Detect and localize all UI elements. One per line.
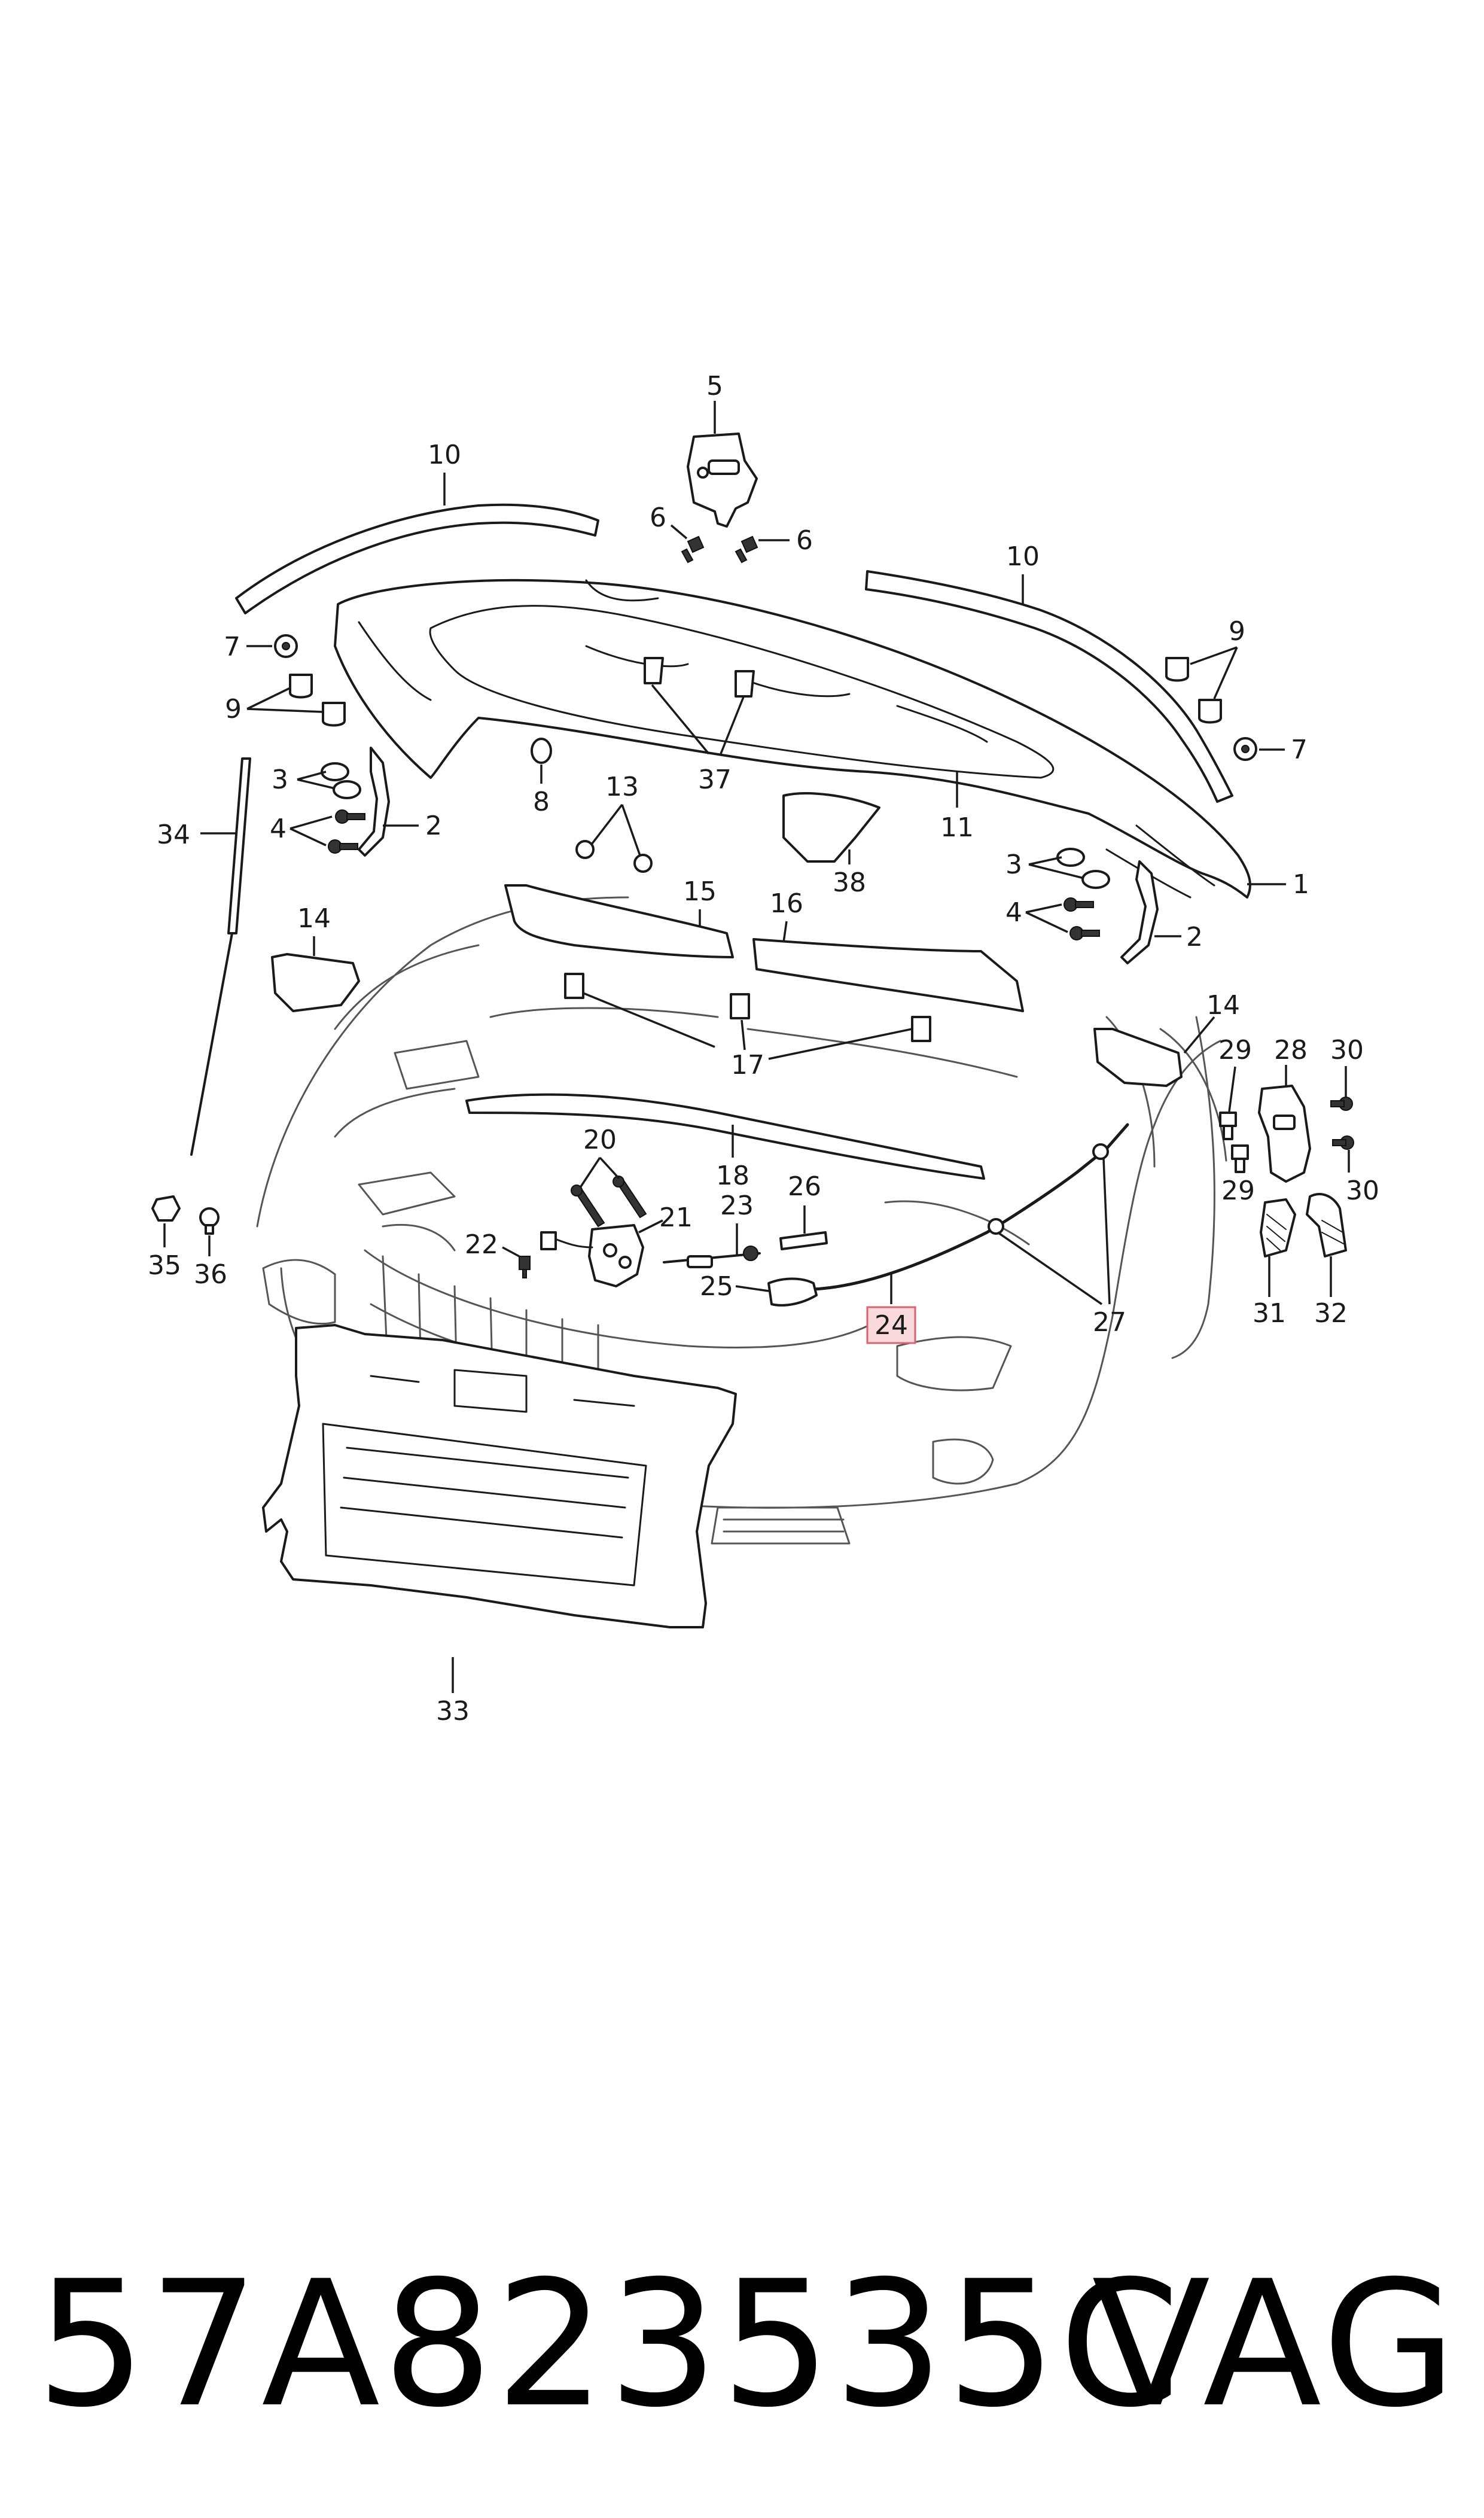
callout-3-left: 3 bbox=[272, 765, 288, 795]
callout-33: 33 bbox=[436, 1696, 470, 1727]
callout-14-left: 14 bbox=[297, 903, 331, 934]
seal-18 bbox=[465, 1093, 985, 1180]
cable-23 bbox=[663, 1246, 761, 1268]
callout-6-left: 6 bbox=[650, 503, 666, 533]
deflector-14-left bbox=[271, 953, 360, 1012]
hood-trim-strip-left bbox=[235, 503, 599, 614]
callout-2-right: 2 bbox=[1186, 922, 1203, 952]
callout-6-right: 6 bbox=[796, 525, 813, 556]
clip-7-right bbox=[1233, 737, 1257, 761]
callout-29-top: 29 bbox=[1218, 1035, 1252, 1065]
callout-37: 37 bbox=[698, 765, 732, 795]
callout-31: 31 bbox=[1253, 1298, 1286, 1329]
callout-3-right: 3 bbox=[1005, 850, 1022, 880]
clip-7-left bbox=[274, 634, 298, 658]
callout-2-left: 2 bbox=[425, 811, 442, 841]
clip-35 bbox=[151, 1195, 181, 1222]
callout-36: 36 bbox=[194, 1259, 227, 1290]
callout-5: 5 bbox=[706, 371, 723, 401]
screw-6-right bbox=[735, 535, 758, 564]
callout-10-right: 10 bbox=[1006, 541, 1040, 572]
hood-hinge-left bbox=[358, 747, 390, 857]
callout-22: 22 bbox=[465, 1229, 498, 1260]
callout-17: 17 bbox=[731, 1050, 764, 1080]
gas-strut bbox=[190, 757, 251, 1156]
pad-31 bbox=[1260, 1198, 1296, 1258]
lock-21 bbox=[552, 1224, 644, 1287]
hood-hinge-right bbox=[1120, 860, 1159, 964]
leader-lines bbox=[163, 401, 1350, 1693]
buffers-17 bbox=[564, 973, 931, 1042]
clip-37 bbox=[644, 657, 755, 698]
bowden-cable-24 bbox=[767, 1123, 1129, 1307]
callout-25: 25 bbox=[700, 1271, 733, 1302]
screws-30 bbox=[1330, 1097, 1354, 1150]
callout-8: 8 bbox=[533, 787, 550, 817]
clip-26 bbox=[779, 1231, 828, 1250]
callout-26: 26 bbox=[788, 1171, 821, 1202]
callout-34: 34 bbox=[157, 820, 190, 850]
footer: 57A823535C VAG bbox=[0, 2231, 1484, 2459]
callout-14-right: 14 bbox=[1206, 990, 1240, 1021]
callout-10-left: 10 bbox=[428, 440, 461, 470]
callout-4-left: 4 bbox=[270, 814, 287, 844]
callout-27: 27 bbox=[1093, 1307, 1126, 1338]
callout-20: 20 bbox=[583, 1125, 617, 1155]
callout-30-top: 30 bbox=[1330, 1035, 1364, 1065]
bracket-38 bbox=[782, 792, 880, 863]
cowl-panel-16 bbox=[752, 938, 1024, 1012]
callout-24-highlight bbox=[866, 1306, 916, 1344]
clip-8 bbox=[531, 738, 552, 764]
deflector-14-right bbox=[1093, 1028, 1183, 1087]
screw-6-left bbox=[681, 535, 705, 564]
callout-28: 28 bbox=[1274, 1035, 1308, 1065]
callout-9-left: 9 bbox=[225, 694, 242, 724]
buffer-9-left bbox=[289, 674, 346, 727]
callout-32: 32 bbox=[1314, 1298, 1348, 1329]
part-number: 57A823535C bbox=[36, 2244, 1183, 2446]
callout-7-right: 7 bbox=[1291, 735, 1308, 765]
callout-38: 38 bbox=[833, 867, 866, 898]
callout-18: 18 bbox=[716, 1161, 749, 1191]
callout-11: 11 bbox=[940, 812, 974, 843]
callout-15: 15 bbox=[683, 876, 717, 907]
callout-4-right: 4 bbox=[1005, 897, 1022, 928]
callout-23: 23 bbox=[720, 1191, 754, 1221]
callout-24: 24 bbox=[874, 1310, 908, 1341]
callout-16: 16 bbox=[770, 888, 803, 919]
bolts-20 bbox=[571, 1176, 647, 1228]
callout-7-left: 7 bbox=[224, 632, 240, 662]
callout-30-bottom: 30 bbox=[1346, 1176, 1379, 1206]
hood-panel bbox=[334, 578, 1251, 899]
callout-29-bottom: 29 bbox=[1221, 1176, 1255, 1206]
pad-32 bbox=[1306, 1193, 1347, 1258]
brand-name: VAG bbox=[1092, 2244, 1460, 2446]
front-carrier-33 bbox=[262, 1324, 737, 1628]
callout-9-right: 9 bbox=[1229, 616, 1245, 647]
callout-21: 21 bbox=[659, 1202, 693, 1233]
clips-3-4-right bbox=[1056, 848, 1110, 940]
callout-35: 35 bbox=[148, 1250, 181, 1281]
buffer-9-right bbox=[1165, 657, 1222, 724]
callout-13: 13 bbox=[605, 772, 639, 802]
hood-trim-strip-right bbox=[865, 570, 1233, 803]
hood-lock-plate bbox=[687, 433, 758, 528]
callout-1: 1 bbox=[1293, 869, 1309, 900]
clips-3-4-left bbox=[321, 762, 365, 854]
cowl-panel-15 bbox=[504, 884, 734, 958]
bracket-28 bbox=[1258, 1085, 1311, 1183]
clip-13 bbox=[575, 840, 653, 873]
screws-29 bbox=[1219, 1112, 1249, 1173]
plug-36 bbox=[199, 1207, 220, 1235]
screw-22 bbox=[519, 1231, 557, 1278]
callout-labels: 1 2 2 3 3 4 4 5 6 6 7 7 8 9 9 10 10 11 1… bbox=[148, 371, 1379, 1727]
